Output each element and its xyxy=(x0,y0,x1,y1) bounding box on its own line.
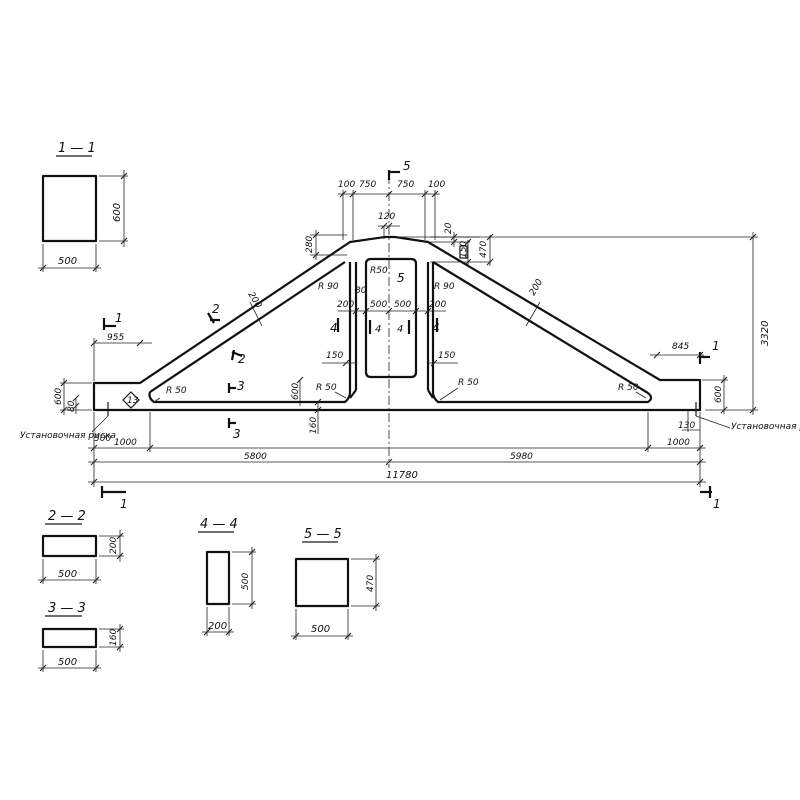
section-3-3-width: 500 xyxy=(58,657,77,668)
dim-150-right: 150 xyxy=(438,351,455,361)
cut-5-post: 5 xyxy=(397,271,405,285)
section-1-1-outline xyxy=(41,174,98,243)
dim-600-right-end: 600 xyxy=(714,386,724,403)
cut-4-c: 4 xyxy=(397,324,403,335)
dim-280: 280 xyxy=(305,236,315,253)
cut-1-left-top: 1 xyxy=(115,311,123,325)
section-4-4: 4 — 4 200 500 xyxy=(198,517,256,636)
dim-500-right: 500 xyxy=(394,300,411,310)
dim-20: 20 xyxy=(444,222,454,234)
cut-marks: 5 5 1 1 1 1 2 2 3 3 4 xyxy=(100,159,721,511)
section-2-2-height: 200 xyxy=(109,537,119,554)
dim-r50-left-bottom: R 50 xyxy=(166,386,187,396)
section-5-5-outline xyxy=(294,557,350,608)
cut-2-upper: 2 xyxy=(212,302,220,316)
dim-5800: 5800 xyxy=(244,452,267,462)
dim-955: 955 xyxy=(107,333,124,343)
cut-2-lower: 2 xyxy=(238,352,246,366)
dim-r50-mid-right: R 50 xyxy=(458,378,479,388)
dim-top-750-left: 750 xyxy=(359,180,376,190)
section-5-5: 5 — 5 500 470 xyxy=(291,527,380,640)
dim-120: 120 xyxy=(378,212,395,222)
dim-3320: 3320 xyxy=(760,321,771,346)
end-dimensions: 955 845 600 80 600 130 Установочная риск… xyxy=(20,333,800,444)
section-1-1-width: 500 xyxy=(58,256,77,267)
interior-dimensions: R50 R 90 R 90 80 200 500 500 200 150 150… xyxy=(153,266,647,434)
diamond-label: 13 xyxy=(127,396,139,406)
dim-150-left: 150 xyxy=(326,351,343,361)
section-1-1-height: 600 xyxy=(112,203,123,222)
top-dimensions: 100 750 750 100 120 280 20 150 470 xyxy=(305,180,771,415)
dim-150-top: 150 xyxy=(459,241,469,258)
mark-left-label: Установочная риска xyxy=(20,431,116,441)
section-3-3-height: 160 xyxy=(109,629,119,646)
dim-r50-center: R50 xyxy=(370,266,388,276)
cut-4-b: 4 xyxy=(375,324,381,335)
section-4-4-title: 4 — 4 xyxy=(200,517,238,532)
bottom-dimensions: 1000 1000 5800 5980 11780 xyxy=(88,412,706,487)
section-2-2-outline xyxy=(41,534,98,558)
dim-top-100-left: 100 xyxy=(338,180,355,190)
dim-200-left-inner: 200 xyxy=(337,300,354,310)
dim-r90-left: R 90 xyxy=(318,282,339,292)
dim-160: 160 xyxy=(309,417,319,434)
cut-3-upper: 3 xyxy=(237,379,245,393)
section-1-1: 1 — 1 500 600 xyxy=(38,141,128,272)
section-4-4-width: 200 xyxy=(208,621,227,632)
section-2-2-width: 500 xyxy=(58,569,77,580)
dim-300: 300 xyxy=(94,434,111,444)
dim-r90-right: R 90 xyxy=(434,282,455,292)
cut-1-right-top: 1 xyxy=(712,339,720,353)
cut-1-right-bottom: 1 xyxy=(713,497,721,511)
dim-200-diag-right: 200 xyxy=(528,277,545,297)
dim-600-left-end: 600 xyxy=(54,388,64,405)
cut-3-lower: 3 xyxy=(233,427,241,441)
dim-80: 80 xyxy=(355,286,367,296)
section-3-3-title: 3 — 3 xyxy=(48,601,86,616)
section-5-5-width: 500 xyxy=(311,624,330,635)
dim-r50-right-bottom: R 50 xyxy=(618,383,639,393)
dim-1000-left: 1000 xyxy=(114,438,137,448)
section-2-2: 2 — 2 500 200 xyxy=(38,509,124,584)
section-3-3-outline xyxy=(41,627,98,649)
section-4-4-height: 500 xyxy=(241,573,251,590)
section-5-5-height: 470 xyxy=(366,575,376,592)
cut-5-top: 5 xyxy=(403,159,411,173)
diamond-mark xyxy=(122,391,140,409)
cut-4-d: 4 xyxy=(432,321,440,335)
dim-500-left: 500 xyxy=(370,300,387,310)
dim-200-right-inner: 200 xyxy=(429,300,446,310)
dim-top-750-right: 750 xyxy=(397,180,414,190)
dim-11780: 11780 xyxy=(386,470,418,481)
dim-600-post: 600 xyxy=(291,383,301,400)
truss-outline: 13 xyxy=(92,175,702,468)
dim-80-left-end: 80 xyxy=(67,400,77,412)
section-4-4-outline xyxy=(205,550,231,606)
section-3-3: 3 — 3 500 160 xyxy=(38,601,124,672)
dim-5980: 5980 xyxy=(510,452,533,462)
section-2-2-title: 2 — 2 xyxy=(48,509,86,524)
dim-top-100-right: 100 xyxy=(428,180,445,190)
dim-130: 130 xyxy=(678,421,695,431)
cut-4-a: 4 xyxy=(330,321,338,335)
dim-r50-mid-left: R 50 xyxy=(316,383,337,393)
mark-right-label: Установочная риска xyxy=(731,422,800,432)
section-1-1-title: 1 — 1 xyxy=(58,141,96,156)
cut-1-left-bottom: 1 xyxy=(120,497,128,511)
dim-1000-right: 1000 xyxy=(667,438,690,448)
dim-200-diag-left: 200 xyxy=(245,290,263,310)
dim-470: 470 xyxy=(479,241,489,258)
section-5-5-title: 5 — 5 xyxy=(304,527,342,542)
dim-845: 845 xyxy=(672,342,689,352)
